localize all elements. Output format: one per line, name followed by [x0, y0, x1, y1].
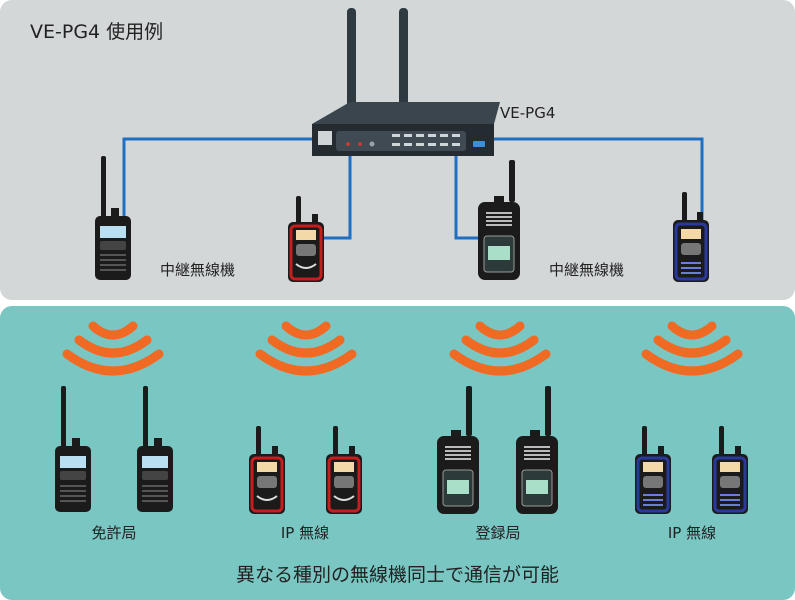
relay-label-right: 中継無線機	[549, 261, 625, 279]
relay-label-left: 中継無線機	[160, 261, 236, 279]
router-icon	[312, 8, 500, 156]
footer-caption: 異なる種別の無線機同士で通信が可能	[235, 564, 559, 586]
diagram-title: VE-PG4 使用例	[30, 21, 164, 43]
licensed-radio-2	[137, 386, 173, 512]
cable-registered	[454, 150, 487, 240]
relay-radio-left	[95, 156, 131, 280]
relay-radio-right	[673, 192, 709, 282]
router-label: VE-PG4	[500, 104, 556, 122]
radio-waves	[62, 321, 743, 376]
wave-group-3	[449, 321, 551, 376]
wave-group-2	[255, 321, 357, 376]
ip-radio-blue-2	[712, 426, 748, 514]
group-label-licensed: 免許局	[91, 524, 137, 542]
cable-lines	[122, 137, 704, 240]
group-label-registered: 登録局	[475, 524, 521, 542]
licensed-radio-1	[55, 386, 91, 512]
group-label-ip-blue: IP 無線	[667, 524, 717, 542]
group-label-ip-red: IP 無線	[280, 524, 330, 542]
registered-radio-1	[437, 386, 479, 514]
cable-right-relay	[490, 137, 704, 220]
ip-radio-red-top	[288, 196, 324, 282]
cable-ip-red	[318, 150, 352, 240]
ip-radio-blue-1	[635, 426, 671, 514]
ip-radio-red-1	[249, 426, 285, 514]
ip-radio-red-2	[326, 426, 362, 514]
wave-group-4	[641, 321, 743, 376]
registered-radio-top	[478, 160, 520, 280]
registered-radio-2	[516, 386, 558, 514]
cable-left-relay	[122, 137, 314, 220]
wave-group-1	[62, 321, 164, 376]
